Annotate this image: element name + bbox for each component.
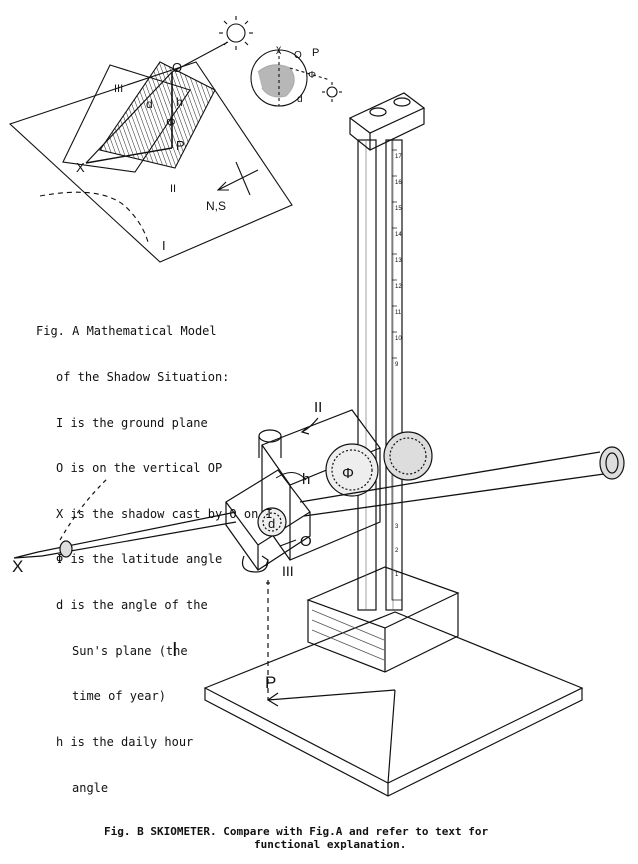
label-b-d: d: [268, 516, 275, 531]
label-a-d: d: [146, 97, 153, 111]
label-b-p: P: [265, 673, 276, 692]
caption-line-1: Fig. B SKIOMETER. Compare with Fig.A and…: [104, 825, 489, 838]
arrow-o: [279, 539, 297, 547]
fig-a-model: [8, 16, 342, 263]
label-a-iii: III: [114, 83, 123, 95]
scale-tick-label: 9: [395, 362, 399, 368]
lower-scale-ticks: 3 2 1: [395, 524, 399, 578]
legend-line: X is the shadow cast by O on I: [56, 506, 273, 521]
label-b-iii: III: [282, 563, 294, 579]
label-b-phi: Φ: [342, 465, 354, 482]
fig-b-skiometer: [13, 92, 625, 797]
label-a-x: X: [76, 160, 85, 175]
label-a-p: P: [176, 138, 185, 153]
sun-symbol: [219, 16, 253, 50]
label-a-ii: II: [170, 183, 176, 195]
legend-line: h is the daily hour: [56, 734, 194, 749]
scale-tick-label: 13: [395, 258, 402, 264]
lower-scale-tick-label: 2: [395, 548, 399, 554]
shadow-curve: [39, 191, 149, 243]
globe-inset: [250, 49, 342, 107]
gear-right: [383, 431, 433, 481]
lower-scale-tick-label: 3: [395, 524, 399, 530]
scale-tick-label: 12: [395, 284, 402, 290]
label-b-o: O: [300, 533, 312, 550]
legend-line: Fig. A Mathematical Model: [36, 324, 217, 339]
scale-tick-label: 16: [395, 180, 402, 186]
fig-b-caption: Fig. B SKIOMETER. Compare with Fig.A and…: [104, 825, 574, 851]
dial-h: [275, 472, 307, 481]
plane-ii: [99, 61, 216, 169]
label-b-h: h: [302, 471, 310, 488]
scale-tick-label: 17: [395, 154, 402, 160]
shadow-line: [85, 147, 173, 164]
ns-arrow: [217, 169, 259, 191]
inset-d: d: [297, 94, 303, 105]
legend-line: Φ is the latitude angle: [56, 552, 223, 567]
scale-strip: [391, 139, 403, 601]
label-a-phi: Φ: [166, 115, 176, 129]
label-a-ns: N,S: [206, 199, 226, 213]
scale-tick-label: 11: [395, 310, 402, 316]
gear-d: [257, 507, 287, 537]
inset-chi: χ: [276, 44, 282, 55]
legend-line: Sun's plane (the: [72, 643, 188, 658]
label-b-i: I: [172, 639, 178, 661]
label-b-ii: II: [314, 399, 322, 416]
inset-phi: Φ: [308, 70, 316, 81]
scale-tick-label: 14: [395, 232, 402, 238]
label-a-o: O: [172, 60, 182, 75]
rod-bottom-edge: [303, 473, 605, 517]
legend-line: angle: [72, 780, 109, 795]
legend-line: time of year): [72, 689, 166, 704]
scale-ticks: 17 16 15 14 13 12 11 10 9: [392, 149, 402, 368]
base-block: [306, 566, 460, 629]
base-pointer-line: [267, 689, 396, 701]
legend-line: I is the ground plane: [56, 415, 208, 430]
scale-tick-label: 10: [395, 336, 402, 342]
legend-line: of the Shadow Situation:: [56, 370, 230, 385]
inset-o: O: [294, 50, 302, 61]
ground-plane-i: [8, 61, 293, 263]
caption-line-2: functional explanation.: [254, 838, 407, 851]
lower-scale-tick-label: 1: [395, 572, 399, 578]
scale-tick-label: 15: [395, 206, 402, 212]
legend-line: O is on the vertical OP: [56, 461, 223, 476]
inset-p: P: [312, 47, 319, 59]
label-b-x: X: [12, 557, 23, 576]
sun-ray: [171, 41, 229, 73]
rotation-arc-iii: [241, 555, 269, 573]
column-left: [357, 139, 377, 611]
label-a-i: I: [162, 238, 166, 253]
gear-phi: [325, 443, 379, 497]
label-a-h: h: [176, 95, 183, 109]
fig-a-legend: Fig. A Mathematical Model of the Shadow …: [36, 294, 273, 811]
pointer-tip-knob: [59, 540, 73, 558]
rod-knob: [599, 446, 625, 480]
legend-line: d is the angle of the: [56, 598, 208, 613]
pointer-rod-bottom: [41, 521, 237, 557]
top-cap: [348, 92, 426, 134]
rod-top-edge: [299, 451, 601, 503]
